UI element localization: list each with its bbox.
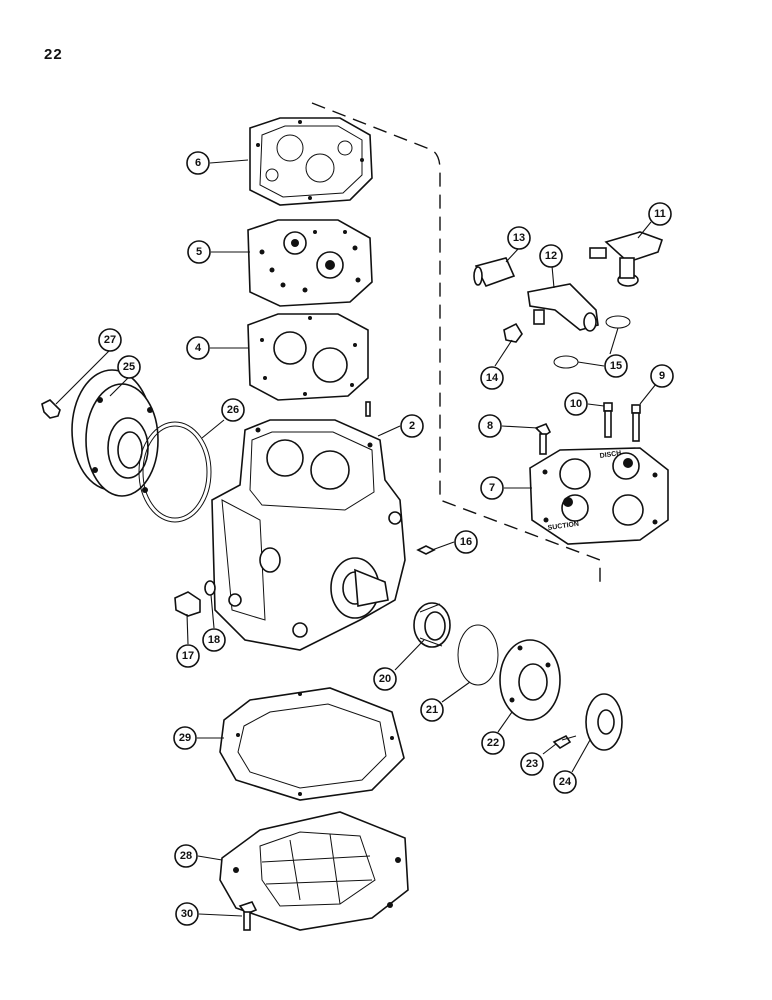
bottom-plate-screw: [238, 901, 258, 931]
callout-5: 5: [187, 240, 211, 264]
callout-12: 12: [539, 244, 563, 268]
seal-plate-screw: [552, 734, 577, 750]
dowel-pin: [365, 401, 371, 417]
callout-25-label: 25: [123, 361, 135, 373]
dust-shield: [585, 693, 623, 751]
o-ring-small: [457, 624, 499, 686]
callout-18: 18: [202, 628, 226, 652]
callout-2: 2: [400, 414, 424, 438]
callout-20: 20: [373, 667, 397, 691]
head-bolt-long: [631, 404, 641, 442]
callout-14: 14: [480, 366, 504, 390]
bottom-plate-gasket: [219, 687, 405, 801]
front-cover: [71, 369, 159, 497]
bottom-plate: [219, 811, 409, 931]
callout-10: 10: [564, 392, 588, 416]
fill-plug: [174, 591, 201, 617]
suction-stamp: SUCTION: [547, 521, 579, 532]
valve-plate-gasket-top: [249, 117, 373, 206]
callout-4-label: 4: [195, 342, 202, 354]
callout-18-label: 18: [208, 634, 220, 646]
callout-27-label: 27: [104, 334, 116, 346]
discharge-stamp: DISCH: [599, 450, 622, 460]
callout-11: 11: [648, 202, 672, 226]
callout-21-label: 21: [426, 704, 438, 716]
callout-29-label: 29: [179, 732, 191, 744]
valve-fitting: [473, 257, 516, 287]
seal-plate: [499, 639, 561, 721]
callout-14-label: 14: [486, 372, 499, 384]
callout-27: 27: [98, 328, 122, 352]
callout-16-label: 16: [460, 536, 472, 548]
callout-23: 23: [520, 752, 544, 776]
valve-plate: [247, 219, 373, 307]
callout-17-label: 17: [182, 650, 194, 662]
callout-24: 24: [553, 770, 577, 794]
callout-9-label: 9: [659, 370, 665, 382]
shaft-seal: [413, 602, 451, 648]
rear-cylinder-head: SUCTION DISCH: [529, 447, 669, 545]
callout-8-label: 8: [487, 420, 493, 432]
callout-29: 29: [173, 726, 197, 750]
callout-2-label: 2: [409, 420, 415, 432]
callout-13: 13: [507, 226, 531, 250]
callout-28-label: 28: [180, 850, 192, 862]
callout-6: 6: [186, 151, 210, 175]
callout-21: 21: [420, 698, 444, 722]
callout-13-label: 13: [513, 232, 525, 244]
callout-15: 15: [604, 354, 628, 378]
page-number: 22: [44, 46, 63, 63]
o-ring-large: [138, 421, 212, 523]
service-valve-discharge: [589, 231, 664, 287]
callout-12-label: 12: [545, 250, 557, 262]
callout-9: 9: [650, 364, 674, 388]
callout-30: 30: [175, 902, 199, 926]
head-bolt-short: [534, 422, 552, 455]
compressor-body: [211, 419, 406, 651]
callout-28: 28: [174, 844, 198, 868]
assembly-dashed-line: [311, 102, 601, 588]
callout-7: 7: [480, 476, 504, 500]
callout-5-label: 5: [196, 246, 202, 258]
callout-26: 26: [221, 398, 245, 422]
callout-25: 25: [117, 355, 141, 379]
callout-10-label: 10: [570, 398, 582, 410]
cover-screw: [41, 399, 61, 419]
callout-22: 22: [481, 731, 505, 755]
callout-24-label: 24: [559, 776, 572, 788]
callout-30-label: 30: [181, 908, 193, 920]
service-valve-suction: [527, 283, 599, 332]
callout-15-label: 15: [610, 360, 622, 372]
callout-11-label: 11: [654, 208, 666, 220]
callout-16: 16: [454, 530, 478, 554]
shaft-key: [416, 545, 436, 555]
callout-22-label: 22: [487, 737, 499, 749]
callout-6-label: 6: [195, 157, 201, 169]
plug-seal: [204, 580, 216, 596]
cylinder-head-gasket: [247, 313, 369, 401]
leader-lines: [55, 159, 657, 917]
callout-26-label: 26: [227, 404, 239, 416]
callout-17: 17: [176, 644, 200, 668]
callout-8: 8: [478, 414, 502, 438]
valve-cap: [503, 322, 523, 343]
callout-23-label: 23: [526, 758, 538, 770]
callout-20-label: 20: [379, 673, 391, 685]
head-bolt-washer: [603, 402, 613, 438]
callout-7-label: 7: [489, 482, 495, 494]
callout-4: 4: [186, 336, 210, 360]
